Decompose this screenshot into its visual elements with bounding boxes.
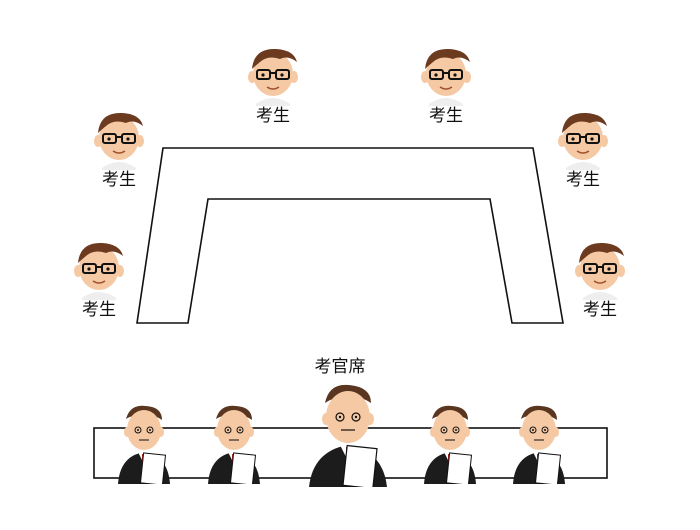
- candidate-avatar-icon: [421, 48, 471, 106]
- examiner-center: [305, 383, 391, 487]
- candidate-label: 考生: [429, 106, 463, 126]
- candidate-label: 考生: [566, 170, 600, 190]
- examiner-avatar-icon: [309, 384, 387, 487]
- examiner: [112, 404, 176, 484]
- candidate-seat: 考生: [82, 108, 156, 200]
- candidate-label: 考生: [583, 300, 617, 320]
- candidate-avatar-icon: [94, 112, 144, 170]
- examiner: [202, 404, 266, 484]
- candidate-seat: 考生: [236, 44, 310, 136]
- candidate-label: 考生: [82, 300, 116, 320]
- examiner-avatar-icon: [424, 405, 476, 484]
- candidate-seat: 考生: [546, 108, 620, 200]
- candidate-seat: 考生: [563, 238, 637, 330]
- candidate-avatar-icon: [558, 112, 608, 170]
- candidate-seat: 考生: [409, 44, 483, 136]
- examiner-area-title: 考官席: [314, 357, 366, 377]
- examiner-avatar-icon: [208, 405, 260, 484]
- candidate-avatar-icon: [74, 242, 124, 300]
- examiner-avatar-icon: [513, 405, 565, 484]
- examiner: [507, 404, 571, 484]
- examiner-avatar-icon: [118, 405, 170, 484]
- candidate-label: 考生: [256, 106, 290, 126]
- candidate-avatar-icon: [575, 242, 625, 300]
- examiner: [418, 404, 482, 484]
- candidate-label: 考生: [102, 170, 136, 190]
- candidate-seat: 考生: [62, 238, 136, 330]
- candidate-avatar-icon: [248, 48, 298, 106]
